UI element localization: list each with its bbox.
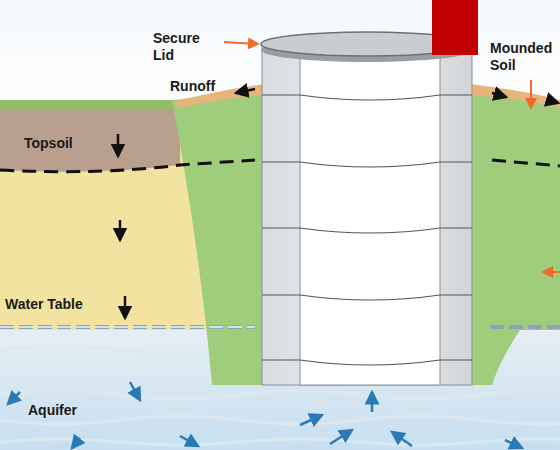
topsoil-boundary <box>0 160 255 172</box>
callout-arrows <box>224 42 560 272</box>
flow-arrows <box>118 89 558 318</box>
mounded-soil <box>470 84 560 108</box>
backfill-left <box>172 92 265 385</box>
red-marker <box>432 0 478 55</box>
label: Mounded Soil <box>490 40 556 74</box>
label: Topsoil <box>24 135 94 152</box>
well-casing <box>262 45 472 385</box>
backfill-right <box>470 92 560 385</box>
label: Secure Lid <box>153 30 223 64</box>
topsoil-layer <box>0 108 180 172</box>
label: Aquifer <box>28 402 108 419</box>
water-table-line <box>490 325 560 329</box>
grass <box>0 100 180 110</box>
water-table-line <box>0 325 255 329</box>
water-flow-arrows <box>8 382 522 448</box>
label: Water Table <box>5 296 115 313</box>
label: Runoff <box>170 78 230 95</box>
topsoil-boundary <box>492 160 560 166</box>
